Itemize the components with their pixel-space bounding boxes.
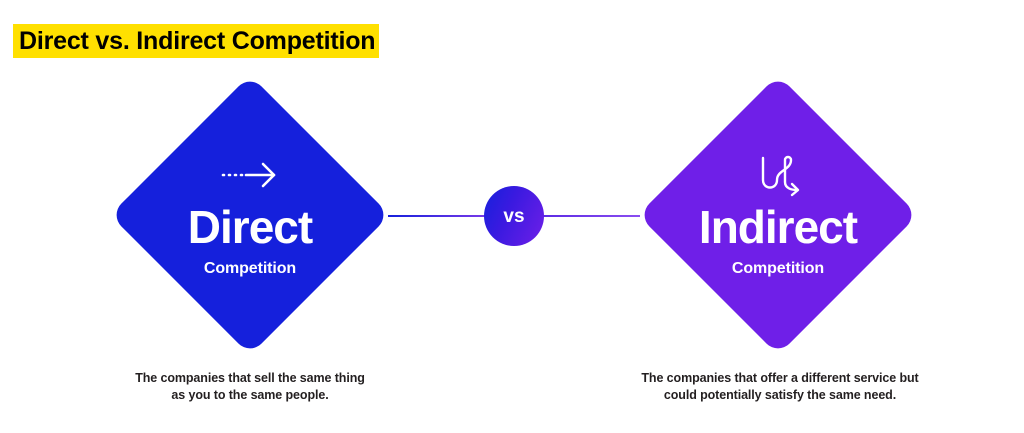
diamond-shape-indirect (637, 74, 919, 356)
caption-direct: The companies that sell the same thing a… (100, 370, 400, 404)
caption-indirect: The companies that offer a different ser… (615, 370, 945, 404)
connector-line-left (388, 215, 488, 217)
diamond-node-indirect[interactable]: Indirect Competition (637, 74, 919, 356)
caption-direct-line-2: as you to the same people. (171, 388, 329, 402)
connector-line-right (540, 215, 640, 217)
caption-direct-line-1: The companies that sell the same thing (135, 371, 365, 385)
caption-indirect-line-2: could potentially satisfy the same need. (663, 388, 897, 402)
page-title: Direct vs. Indirect Competition (13, 24, 380, 58)
title-block: Direct vs. Indirect Competition (13, 24, 380, 58)
diamond-node-direct[interactable]: Direct Competition (109, 74, 391, 356)
vs-badge-label: vs (503, 205, 525, 227)
caption-indirect-line-1: The companies that offer a different ser… (641, 371, 919, 385)
diamond-shape-direct (109, 74, 391, 356)
vs-badge: vs (484, 186, 544, 246)
